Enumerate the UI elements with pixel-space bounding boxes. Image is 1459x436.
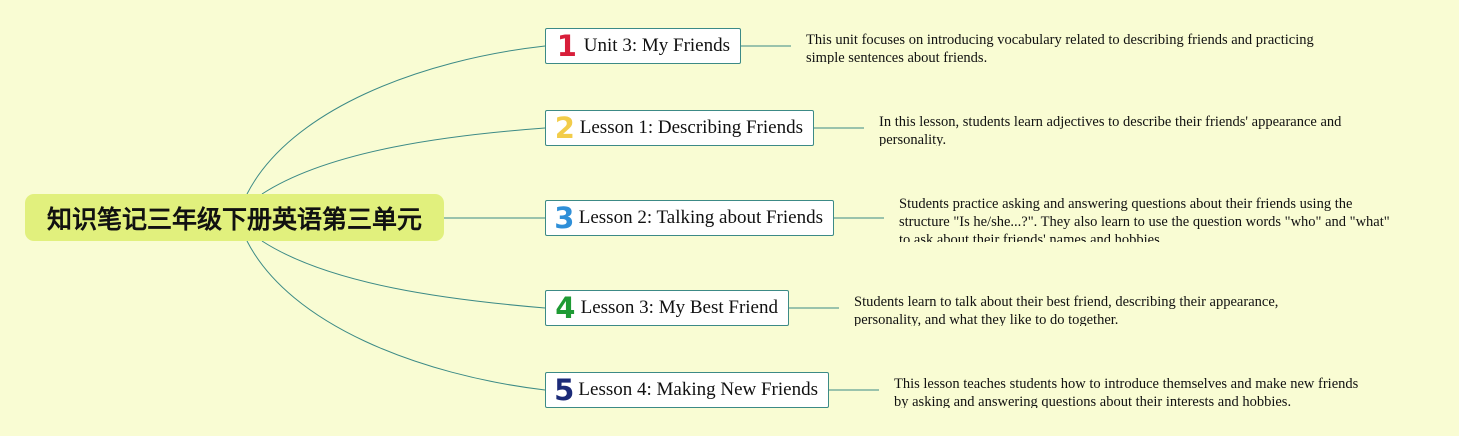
- connector-unit-3: [246, 45, 546, 195]
- topic-label: Lesson 2: Talking about Friends: [578, 207, 823, 228]
- number-1-icon: 1: [556, 29, 577, 63]
- root-topic[interactable]: 知识笔记三年级下册英语第三单元: [25, 194, 444, 241]
- root-topic-title: 知识笔记三年级下册英语第三单元: [46, 204, 422, 234]
- connector-lesson-3: [261, 240, 546, 309]
- topic-label: Lesson 3: My Best Friend: [580, 297, 778, 318]
- topic-note-lesson-2: Students practice asking and answering q…: [899, 196, 1390, 242]
- topic-note-unit-3: This unit focuses on introducing vocabul…: [806, 32, 1314, 64]
- topic-note-lesson-3: Students learn to talk about their best …: [854, 294, 1279, 326]
- topic-note-lesson-1: In this lesson, students learn adjective…: [879, 114, 1342, 146]
- topic-unit-3-my-friends[interactable]: 1 Unit 3: My Friends: [545, 28, 741, 64]
- topic-label: Lesson 1: Describing Friends: [579, 117, 803, 138]
- number-4-icon: 4: [555, 291, 576, 325]
- topic-note-lesson-4: This lesson teaches students how to intr…: [894, 376, 1359, 408]
- number-2-icon: 2: [554, 111, 575, 145]
- topic-lesson-3-my-best-friend[interactable]: 4 Lesson 3: My Best Friend: [545, 290, 789, 326]
- topic-lesson-1-describing-friends[interactable]: 2 Lesson 1: Describing Friends: [545, 110, 814, 146]
- topic-label: Lesson 4: Making New Friends: [578, 379, 818, 400]
- topic-label: Unit 3: My Friends: [583, 35, 730, 56]
- topic-lesson-2-talking-about-friends[interactable]: 3 Lesson 2: Talking about Friends: [545, 200, 834, 236]
- number-5-icon: 5: [554, 373, 575, 407]
- connector-lesson-4: [246, 240, 546, 391]
- topic-lesson-4-making-new-friends[interactable]: 5 Lesson 4: Making New Friends: [545, 372, 829, 408]
- connector-lesson-1: [261, 127, 546, 195]
- number-3-icon: 3: [554, 201, 575, 235]
